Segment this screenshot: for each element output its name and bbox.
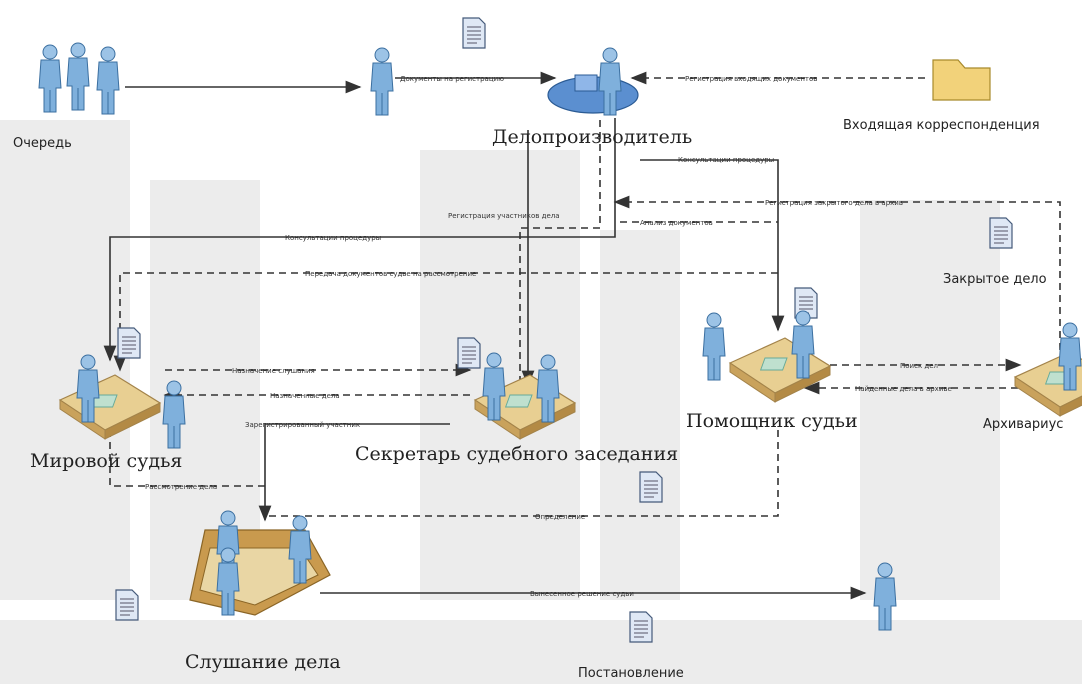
- closed-case-document-icon: [989, 217, 1013, 249]
- flow-label: Регистрация участников дела: [448, 212, 560, 220]
- flow-label: Консультации процедуры: [285, 234, 381, 242]
- flow-label: Передача документов судье на рассмотрени…: [305, 270, 476, 278]
- document-icon: [462, 17, 486, 49]
- connectors: [103, 71, 1061, 600]
- archivist-desk-icon: [1014, 322, 1082, 417]
- closed-case-label: Закрытое дело: [943, 272, 1047, 287]
- flow-label: Рассмотрение дела: [145, 483, 217, 491]
- flow-label: Регистрация входящих документов: [685, 75, 817, 83]
- flow-label: Анализ документов: [640, 219, 713, 227]
- flow-labels: Документы на регистрацию Регистрация вхо…: [145, 75, 952, 598]
- background-skyline: [0, 120, 1082, 684]
- flow-label: Документы на регистрацию: [400, 75, 504, 83]
- queue-label: Очередь: [13, 136, 72, 151]
- hearing-table-icon: [189, 510, 331, 616]
- judge-label: Мировой судья: [30, 450, 182, 472]
- flow-label: Назначение слушания: [232, 367, 315, 375]
- flow-label: Определение: [535, 513, 585, 521]
- flow-label: Назначенные дела: [270, 392, 340, 400]
- clerk-label: Делопроизводитель: [492, 126, 692, 148]
- flow-label: Найденные дела в архиве: [855, 385, 952, 393]
- clerk-workstation-icon: [547, 47, 639, 116]
- flow-label: Вынесенное решение судьи: [530, 590, 634, 598]
- flow-label: Регистрация закрытого дела в архив: [765, 199, 903, 207]
- incoming-label: Входящая корреспонденция: [843, 118, 1040, 133]
- applicant-person-icon: [370, 47, 394, 116]
- definition-document-icon: [639, 471, 663, 503]
- secretary-label: Секретарь судебного заседания: [355, 443, 678, 465]
- ruling-label: Постановление: [578, 666, 684, 681]
- assistant-label: Помощник судьи: [686, 410, 858, 432]
- hearing-document-icon: [115, 589, 139, 621]
- ruling-document-icon: [629, 611, 653, 643]
- folder-icon: [932, 59, 991, 101]
- hearing-label: Слушание дела: [185, 651, 341, 673]
- flow-label: Зарегистрированный участник: [245, 421, 360, 429]
- judge-document-icon: [117, 327, 141, 359]
- flow-label: Поиск дел: [900, 362, 938, 370]
- archivist-label: Архивариус: [983, 417, 1063, 432]
- queue-people-icon: [38, 42, 120, 115]
- secretary-document-icon: [457, 337, 481, 369]
- flow-label: Консультации процедуры: [678, 156, 774, 164]
